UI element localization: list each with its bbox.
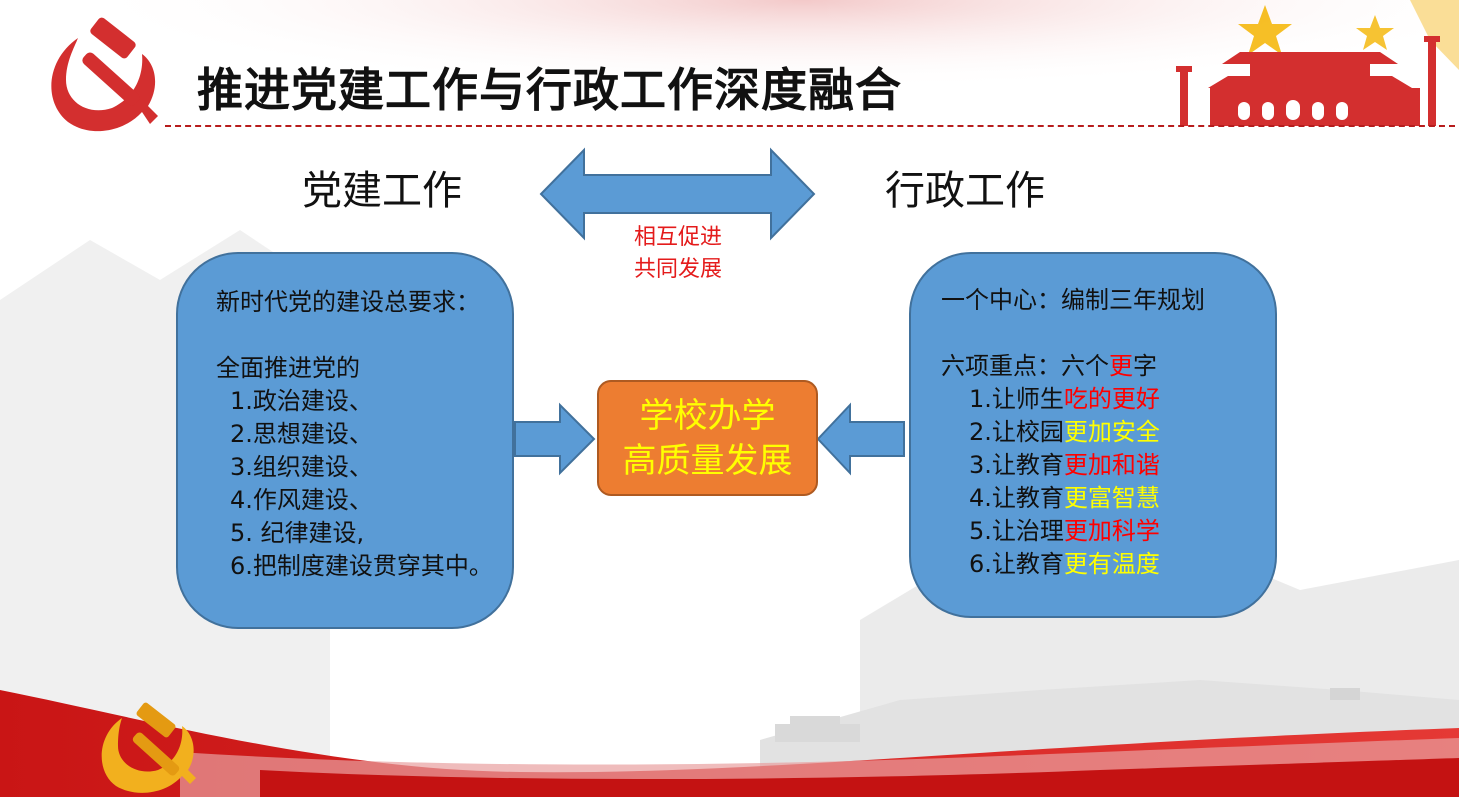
focus-emphasis: 更 [1109,352,1133,380]
left-item: 5. 纪律建设, [230,519,365,547]
right-item-prefix: 5.让治理 [969,517,1064,545]
left-item: 3.组织建设、 [230,453,373,481]
title-divider [165,125,1455,127]
left-item: 2.思想建设、 [230,420,373,448]
right-item-emph: 更加和谐 [1063,451,1160,479]
focus-prefix: 六项重点：六个 [941,352,1109,380]
right-item-emph: 更富智慧 [1063,484,1160,512]
right-items-list: 1.让师生吃的更好 2.让校园更加安全 3.让教育更加和谐 4.让教育更富智慧 … [941,383,1275,581]
relation-note-line-2: 共同发展 [633,257,722,282]
right-item-prefix: 1.让师生 [969,385,1064,413]
admin-work-box: 一个中心：编制三年规划 六项重点：六个更字 1.让师生吃的更好 2.让校园更加安… [909,252,1277,618]
left-intro: 新时代党的建设总要求： [216,288,480,316]
right-item-prefix: 6.让教育 [969,550,1064,578]
party-work-heading: 党建工作 [302,168,462,214]
left-item: 6.把制度建设贯穿其中。 [230,552,493,580]
relation-note-line-1: 相互促进 [633,225,722,250]
focus-suffix: 字 [1133,352,1157,380]
right-item-emph: 更加科学 [1063,517,1160,545]
right-item-prefix: 2.让校园 [969,418,1064,446]
right-item: 3.让教育更加和谐 [941,449,1275,482]
right-item-emph: 更有温度 [1063,550,1160,578]
left-item: 4.作风建设、 [230,486,373,514]
right-item-emph: 吃的更好 [1063,385,1160,413]
center-goal-box: 学校办学 高质量发展 [597,380,818,496]
right-item: 1.让师生吃的更好 [941,383,1275,416]
slide-title: 推进党建工作与行政工作深度融合 [197,63,902,117]
right-item-emph: 更加安全 [1063,418,1160,446]
right-item-prefix: 3.让教育 [969,451,1064,479]
left-lead: 全面推进党的 [216,354,360,382]
party-work-box: 新时代党的建设总要求： 全面推进党的 1.政治建设、 2.思想建设、 3.组织建… [176,252,514,629]
admin-work-heading: 行政工作 [885,168,1045,214]
center-goal-line-2: 高质量发展 [622,441,793,481]
right-item: 2.让校园更加安全 [941,416,1275,449]
right-item: 4.让教育更富智慧 [941,482,1275,515]
right-item: 5.让治理更加科学 [941,515,1275,548]
right-item: 6.让教育更有温度 [941,548,1275,581]
right-line-center: 一个中心：编制三年规划 [941,286,1205,314]
center-goal-line-1: 学校办学 [639,396,776,436]
left-item: 1.政治建设、 [230,387,373,415]
right-line-focus: 六项重点：六个更字 [941,350,1275,383]
right-item-prefix: 4.让教育 [969,484,1064,512]
relation-note: 相互促进 共同发展 [605,222,751,286]
